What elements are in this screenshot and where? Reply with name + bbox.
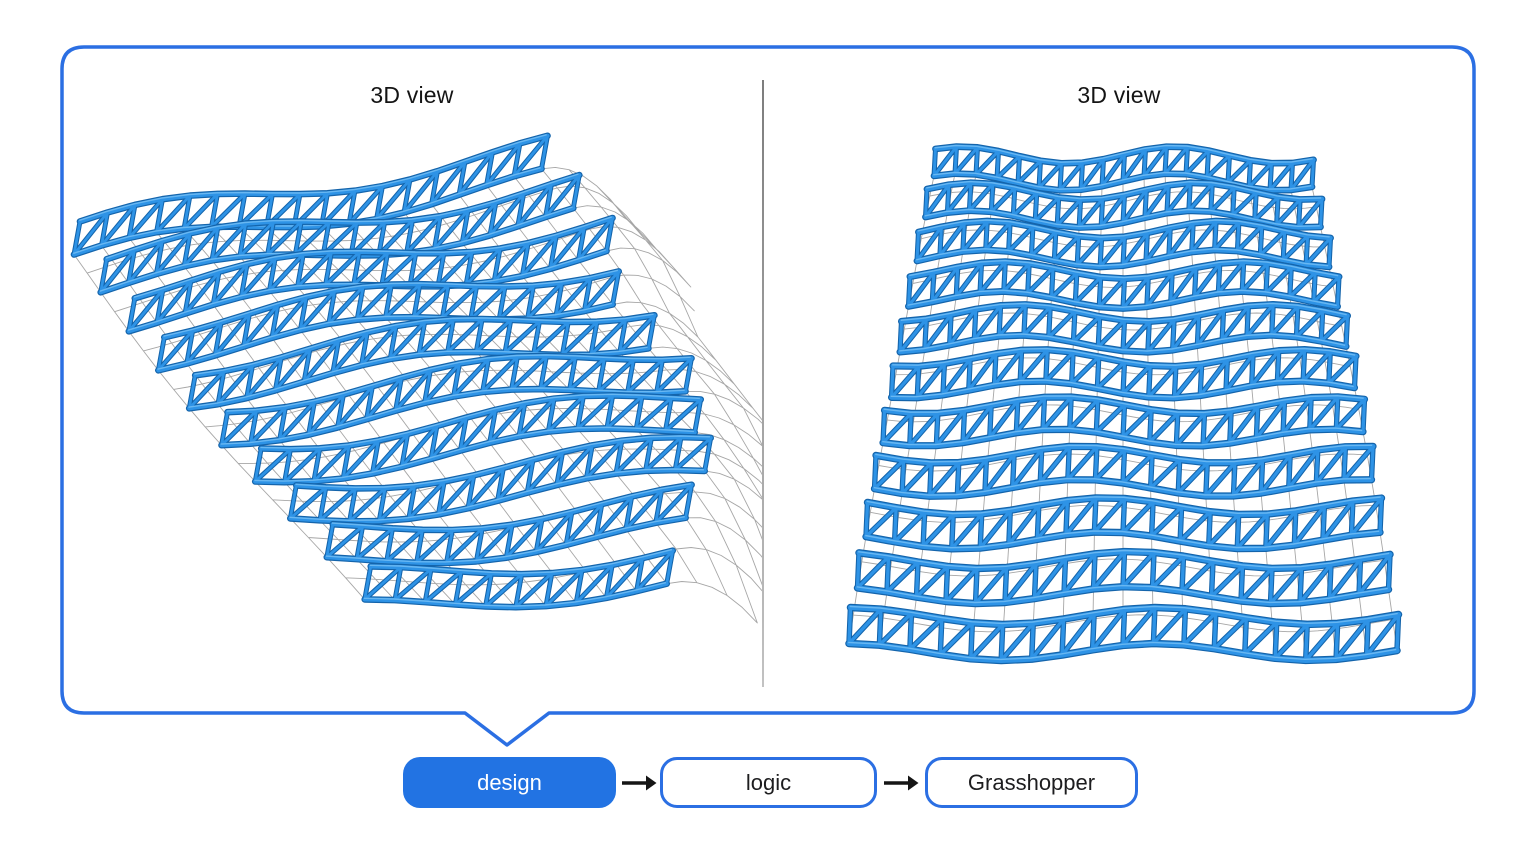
logic-step-button[interactable]: logic <box>660 757 877 808</box>
right-panel-title: 3D view <box>1077 82 1161 108</box>
left-3d-truss-view <box>70 132 762 624</box>
grasshopper-step-button[interactable]: Grasshopper <box>925 757 1138 808</box>
arrow-right-icon <box>622 775 657 791</box>
arrow-right-icon <box>884 775 919 791</box>
design-step-button[interactable]: design <box>403 757 616 808</box>
right-3d-truss-view <box>845 143 1403 665</box>
panel-divider <box>762 80 764 687</box>
left-panel-title: 3D view <box>370 82 454 108</box>
